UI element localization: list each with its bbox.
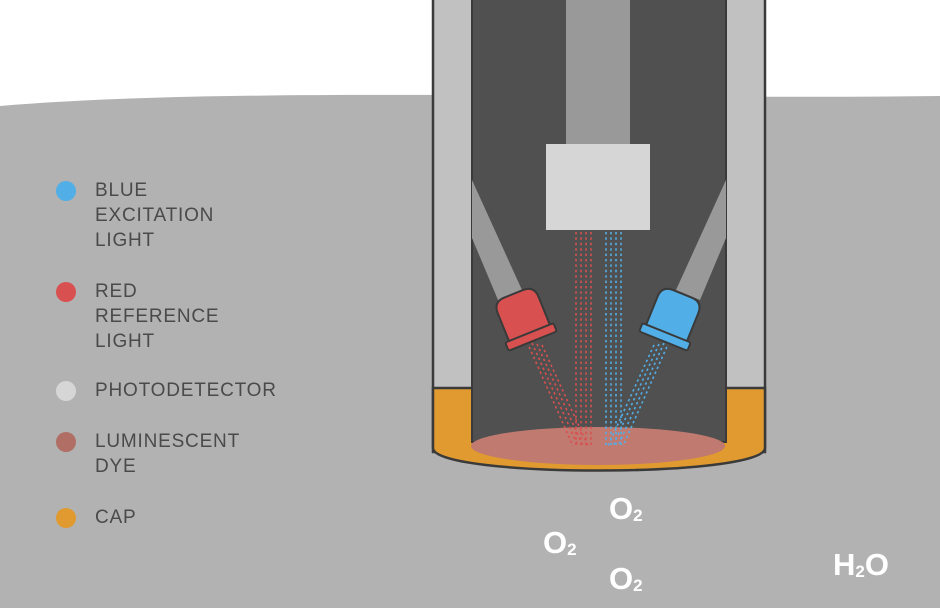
luminescent-dye-layer bbox=[471, 427, 725, 465]
blue-beam-emit-4 bbox=[607, 344, 655, 447]
blue-beam-emit-3 bbox=[612, 343, 660, 447]
red-beam-emit-4 bbox=[541, 344, 589, 447]
molecule-symbol: O bbox=[609, 491, 634, 526]
blue-beam-emit-2 bbox=[617, 342, 665, 447]
molecule-subscript: 2 bbox=[633, 506, 643, 525]
photodetector bbox=[546, 144, 650, 230]
legend-item-blue-excitation-light: BLUE EXCITATION LIGHT bbox=[56, 178, 214, 253]
legend-label: RED REFERENCE LIGHT bbox=[95, 281, 220, 352]
central-rod bbox=[566, 0, 630, 144]
blue-excitation-beams bbox=[605, 232, 670, 447]
blue-led-base bbox=[638, 322, 692, 352]
legend-label: BLUE EXCITATION LIGHT bbox=[95, 180, 215, 251]
oxygen-molecule: O2 bbox=[609, 492, 643, 533]
molecule-subscript: 2 bbox=[855, 562, 865, 581]
molecule-subscript: 2 bbox=[567, 540, 577, 559]
molecule-symbol: O bbox=[543, 525, 568, 560]
blue-excitation-led bbox=[638, 287, 701, 352]
legend-photodetector-dot bbox=[56, 381, 76, 401]
molecule-symbol: O bbox=[609, 561, 634, 596]
red-led-base bbox=[504, 322, 558, 352]
molecule-subscript: 2 bbox=[633, 576, 643, 595]
red-beam-emit-3 bbox=[536, 343, 584, 447]
legend-label: PHOTODETECTOR bbox=[95, 380, 277, 401]
red-beam-emit-2 bbox=[531, 342, 579, 447]
oxygen-molecule: O2 bbox=[543, 526, 577, 567]
molecule-symbol: H bbox=[833, 547, 856, 582]
right-emitter-arm bbox=[676, 180, 726, 300]
legend-dye-dot bbox=[56, 432, 76, 452]
red-reference-led bbox=[495, 287, 558, 352]
legend-blue-dot bbox=[56, 181, 76, 201]
legend-item-red-reference-light: RED REFERENCE LIGHT bbox=[56, 279, 219, 354]
molecule-suffix: O bbox=[864, 547, 889, 582]
legend-label: CAP bbox=[95, 507, 137, 528]
legend-cap-dot bbox=[56, 508, 76, 528]
legend-item-luminescent-dye: LUMINESCENT DYE bbox=[56, 429, 240, 479]
legend-item-photodetector: PHOTODETECTOR bbox=[56, 378, 277, 403]
water-molecule: H2O bbox=[833, 548, 889, 589]
left-emitter-arm bbox=[472, 180, 522, 300]
red-reference-beams bbox=[526, 232, 592, 447]
legend-red-dot bbox=[56, 282, 76, 302]
legend-label: LUMINESCENT DYE bbox=[95, 431, 240, 477]
legend-item-cap: CAP bbox=[56, 505, 136, 530]
oxygen-molecule: O2 bbox=[609, 562, 643, 603]
